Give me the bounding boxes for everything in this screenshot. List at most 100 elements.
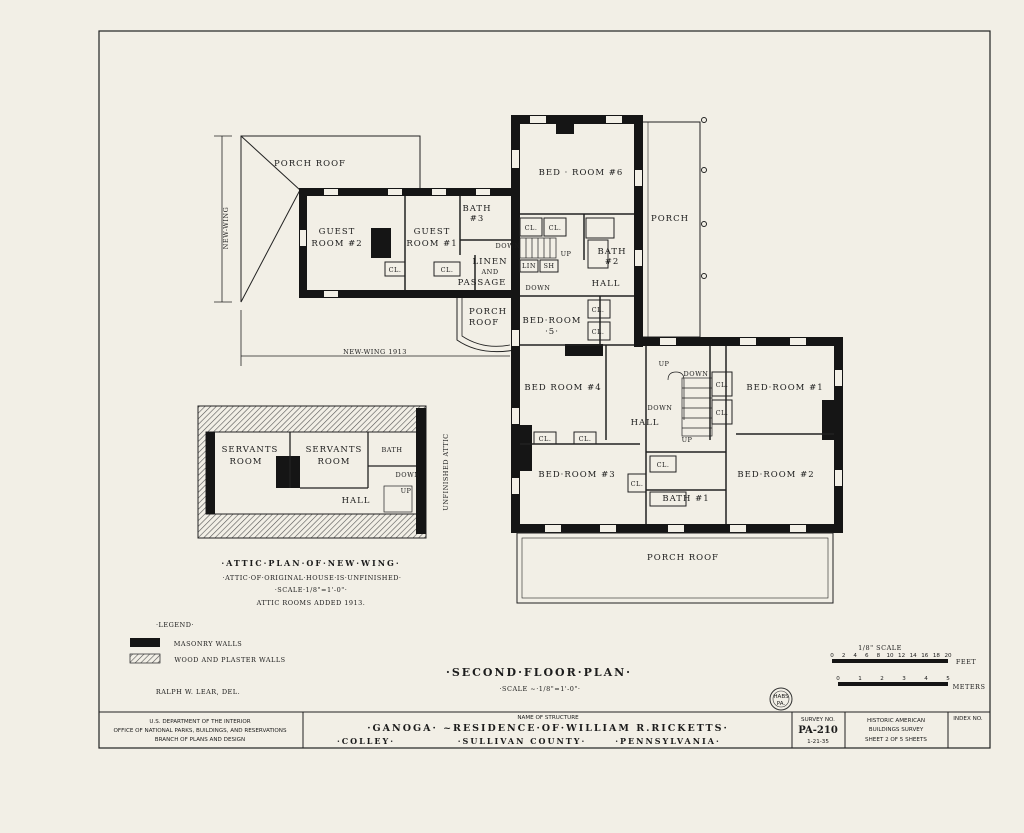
linen-passage-label: LINEN — [472, 257, 507, 267]
meter-tick-label: 4 — [924, 676, 928, 682]
unfinished-attic-label: UNFINISHED ATTIC — [442, 433, 450, 510]
svg-text:·5·: ·5· — [545, 327, 559, 337]
svg-text:CL.: CL. — [389, 266, 402, 274]
svg-text:DOWN: DOWN — [526, 284, 551, 292]
meter-tick-label: 5 — [946, 676, 950, 682]
new-wing-plan: PORCH ROOF CL. CL. GUEST ROOM #2 GUEST R… — [214, 135, 516, 366]
svg-text:·ATTIC·OF·ORIGINAL·HOUSE·IS·UN: ·ATTIC·OF·ORIGINAL·HOUSE·IS·UNFINISHED· — [223, 574, 402, 582]
servants-room-2-label: SERVANTS — [306, 445, 363, 455]
upper-porch-label: PORCH — [651, 214, 689, 224]
svg-text:1/8" SCALE: 1/8" SCALE — [858, 644, 902, 652]
wing-chimney — [371, 228, 391, 258]
legend-wood-swatch — [129, 653, 161, 664]
feet-tick-label: 6 — [865, 653, 869, 659]
new-wing-1913-label: NEW-WING 1913 — [343, 348, 407, 356]
svg-text:HISTORIC AMERICAN: HISTORIC AMERICAN — [867, 718, 925, 724]
meter-tick-label: 2 — [880, 676, 884, 682]
svg-text:DOWN: DOWN — [684, 370, 709, 378]
sheet-number: SHEET 2 OF 5 SHEETS — [865, 737, 927, 743]
guest-room-2-label: GUEST — [319, 227, 356, 237]
feet-tick-label: 4 — [853, 653, 857, 659]
legend-masonry-swatch — [130, 638, 160, 647]
wing-porch-roof-label: PORCH ROOF — [274, 159, 346, 169]
svg-text:UP: UP — [561, 250, 572, 258]
svg-text:·SCALE·1/8"=1'-0"·: ·SCALE·1/8"=1'-0"· — [275, 586, 348, 594]
svg-text:FEET: FEET — [956, 658, 976, 666]
svg-text:CL.: CL. — [592, 328, 605, 336]
svg-text:SH: SH — [543, 262, 554, 270]
svg-text:UP: UP — [401, 487, 412, 495]
sheet-border — [98, 30, 991, 749]
bed-room-2-label: BED·ROOM #2 — [737, 470, 814, 480]
svg-text:LIN: LIN — [522, 262, 536, 270]
svg-text:AND: AND — [480, 268, 498, 276]
habs-stamp: HABS PA. — [769, 687, 793, 711]
new-wing-side-label: NEW-WING — [222, 207, 230, 250]
bath-1-label: BATH #1 — [662, 494, 709, 504]
upper-hall-label: HALL — [592, 279, 621, 289]
svg-text:CL.: CL. — [631, 480, 644, 488]
bottom-porch-roof — [516, 532, 834, 604]
svg-text:ROOM #1: ROOM #1 — [406, 239, 457, 249]
bath-3-label: BATH — [462, 204, 491, 214]
svg-text:·COLLEY·: ·COLLEY· — [337, 736, 395, 746]
svg-text:ROOF: ROOF — [469, 318, 499, 328]
svg-text:INDEX NO.: INDEX NO. — [953, 716, 983, 722]
svg-text:ATTIC ROOMS ADDED 1913.: ATTIC ROOMS ADDED 1913. — [256, 599, 366, 607]
legend-heading: ·LEGEND· — [156, 621, 194, 629]
svg-text:PORCH: PORCH — [469, 307, 507, 317]
svg-text:CL.: CL. — [657, 461, 670, 469]
svg-text:DOWN: DOWN — [496, 242, 521, 250]
meter-tick-label: 3 — [902, 676, 906, 682]
meter-tick-label: 0 — [836, 676, 840, 682]
svg-text:ROOM: ROOM — [229, 457, 262, 467]
svg-text:·SULLIVAN COUNTY·: ·SULLIVAN COUNTY· — [458, 736, 587, 746]
bath-2-label: BATH — [597, 247, 626, 257]
attic-plan: SERVANTS ROOM SERVANTS ROOM BATH DOWN UP… — [197, 405, 450, 607]
title-block: U.S. DEPARTMENT OF THE INTERIOR OFFICE O… — [113, 712, 983, 748]
svg-text:CL.: CL. — [592, 306, 605, 314]
servants-room-1-label: SERVANTS — [222, 445, 279, 455]
svg-text:METERS: METERS — [953, 683, 986, 691]
svg-text:CL.: CL. — [716, 381, 729, 389]
bed-room-4-label: BED ROOM #4 — [524, 383, 601, 393]
feet-tick-label: 14 — [910, 653, 918, 659]
bed-room-5-label: BED·ROOM — [522, 316, 581, 326]
svg-text:ROOM #2: ROOM #2 — [311, 239, 362, 249]
drawing-scale: ·SCALE ~·1/8"=1'-0"· — [499, 685, 580, 693]
agency-line-3: BRANCH OF PLANS AND DESIGN — [155, 737, 245, 743]
svg-text:ROOM: ROOM — [317, 457, 350, 467]
attic-hall-label: HALL — [342, 496, 371, 506]
wing-wall-bottom — [299, 290, 515, 298]
legend-wood-label: WOOD AND PLASTER WALLS — [174, 656, 285, 664]
svg-text:UP: UP — [659, 360, 670, 368]
structure-name: ·GANOGA· ~RESIDENCE·OF·WILLIAM R.RICKETT… — [367, 723, 729, 734]
svg-text:CL.: CL. — [539, 435, 552, 443]
feet-tick-label: 8 — [877, 653, 881, 659]
svg-text:SURVEY NO.: SURVEY NO. — [801, 717, 835, 723]
svg-text:UP: UP — [682, 436, 693, 444]
survey-number: PA-210 — [798, 725, 838, 736]
feet-tick-label: 18 — [933, 653, 941, 659]
svg-text:#3: #3 — [470, 214, 485, 224]
feet-tick-label: 10 — [886, 653, 894, 659]
feet-tick-label: 2 — [842, 653, 846, 659]
wing-wall-top — [299, 188, 515, 196]
agency-line-1: U.S. DEPARTMENT OF THE INTERIOR — [149, 719, 250, 725]
svg-text:PASSAGE: PASSAGE — [458, 278, 507, 288]
agency-line-2: OFFICE OF NATIONAL PARKS, BUILDINGS, AND… — [113, 728, 287, 734]
feet-tick-label: 20 — [944, 653, 952, 659]
attic-bath-label: BATH — [381, 446, 402, 454]
svg-text:1-21-35: 1-21-35 — [807, 739, 829, 745]
svg-text:#2: #2 — [605, 257, 620, 267]
center-hall-label: HALL — [631, 418, 660, 428]
svg-text:CL.: CL. — [579, 435, 592, 443]
feet-tick-label: 12 — [898, 653, 905, 659]
delineator: RALPH W. LEAR, DEL. — [156, 688, 240, 696]
svg-text:HABS: HABS — [773, 694, 789, 700]
svg-text:·PENNSYLVANIA·: ·PENNSYLVANIA· — [615, 736, 721, 746]
meter-tick-label: 1 — [858, 676, 862, 682]
svg-text:PA.: PA. — [777, 701, 786, 707]
